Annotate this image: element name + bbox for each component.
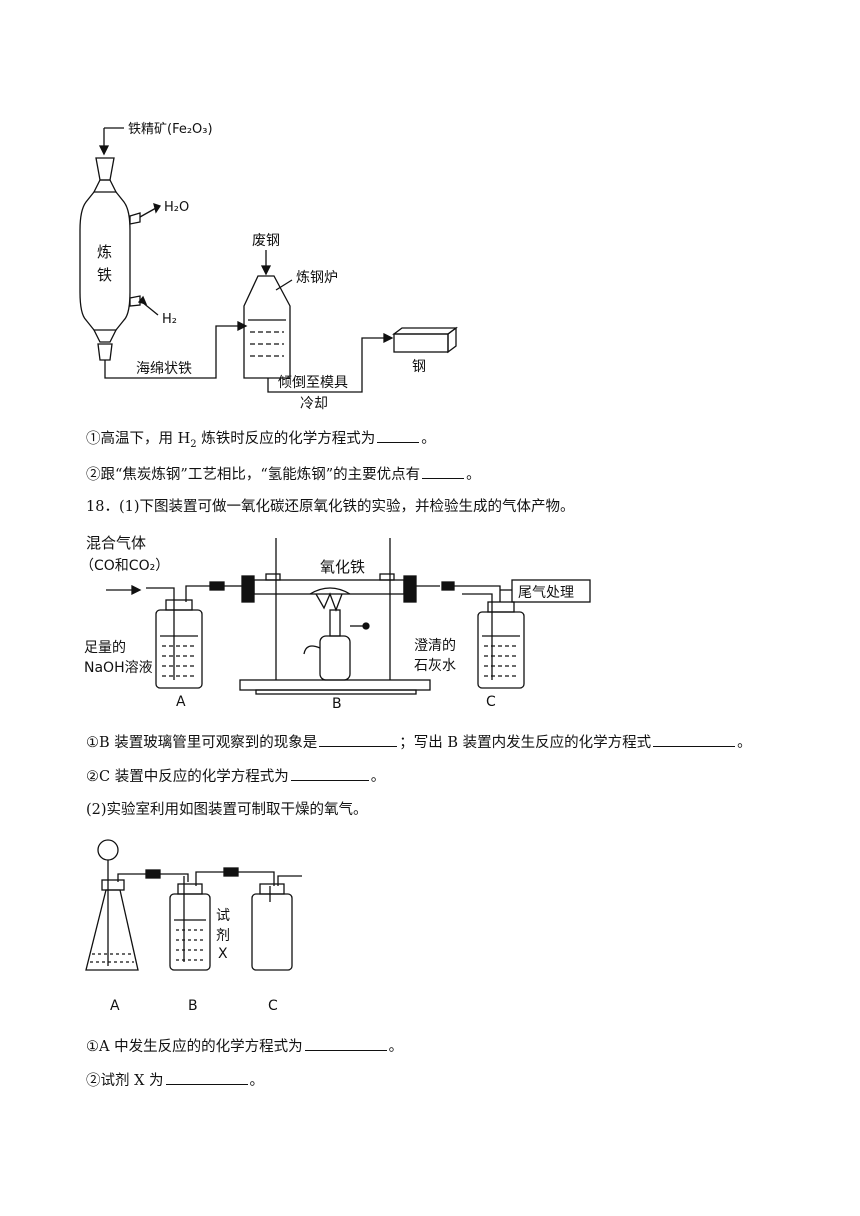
question-18-intro: 18．(1)下图装置可做一氧化碳还原氧化铁的实验，并检验生成的气体产物。 (86, 499, 575, 515)
scrap-label: 废钢 (252, 233, 280, 249)
hydrogen-steel-flow-diagram: 铁精矿(Fe₂O₃) H₂O H₂ 炼 铁 废钢 炼钢炉 海绵状铁 倾倒至模具 … (79, 122, 458, 412)
answer-blank[interactable] (165, 1070, 248, 1085)
answer-blank[interactable] (653, 732, 736, 747)
lime-label-1: 澄清的 (414, 638, 456, 654)
gas-label: 混合气体 (86, 534, 146, 552)
reagent-char-3: X (218, 946, 228, 962)
naoh-label-1: 足量的 (84, 640, 126, 656)
iron-char-1: 炼 (97, 243, 112, 261)
co-reduction-apparatus: 混合气体 （CO和CO₂） 氧化铁 尾气处理 足量的 NaOH溶液 澄清的 石灰… (80, 534, 591, 712)
answer-blank[interactable] (290, 766, 369, 781)
reagent-char-2: 剂 (216, 928, 230, 944)
bottle-c-letter-o2: C (268, 998, 278, 1014)
furnace-label: 炼钢炉 (296, 270, 338, 286)
ore-label: 铁精矿(Fe₂O₃) (128, 122, 213, 137)
answer-blank[interactable] (377, 428, 420, 443)
oxide-label: 氧化铁 (320, 558, 365, 576)
naoh-label-2: NaOH溶液 (84, 660, 153, 676)
hydrogen-label: H₂ (162, 312, 177, 327)
iron-char-2: 铁 (97, 266, 112, 284)
reagent-char-1: 试 (216, 908, 230, 924)
steel-label: 钢 (412, 359, 426, 375)
answer-blank[interactable] (422, 464, 465, 479)
lime-label-2: 石灰水 (414, 658, 456, 674)
water-label: H₂O (164, 200, 189, 215)
question-advantage: ②跟“焦炭炼钢”工艺相比，“氢能炼钢”的主要优点有。 (86, 464, 481, 485)
mold-label: 倾倒至模具 (278, 375, 348, 391)
question-2-intro: (2)实验室利用如图装置可制取干燥的氧气。 (86, 802, 368, 818)
bottle-a-letter: A (176, 694, 186, 710)
question-a-equation: ①A 中发生反应的的化学方程式为。 (86, 1036, 403, 1057)
answer-blank[interactable] (304, 1036, 387, 1051)
bottle-b-letter: B (188, 998, 198, 1014)
gas-formula: （CO和CO₂） (80, 558, 169, 574)
cool-label: 冷却 (300, 396, 328, 412)
tail-label: 尾气处理 (518, 585, 574, 601)
bottle-c-letter: C (486, 694, 496, 710)
flask-a-letter: A (110, 998, 120, 1014)
sponge-label: 海绵状铁 (136, 360, 192, 377)
question-b-observation: ①B 装置玻璃管里可观察到的现象是；写出 B 装置内发生反应的化学方程式。 (86, 732, 752, 753)
question-reagent-x: ②试剂 X 为。 (86, 1070, 264, 1091)
answer-blank[interactable] (319, 732, 398, 747)
apparatus-b-letter: B (332, 696, 342, 712)
oxygen-apparatus: 试 剂 X A B C (85, 839, 302, 1014)
question-h2-equation: ①高温下，用 H2 炼铁时反应的化学方程式为。 (86, 428, 436, 455)
question-c-equation: ②C 装置中反应的化学方程式为。 (86, 766, 385, 787)
